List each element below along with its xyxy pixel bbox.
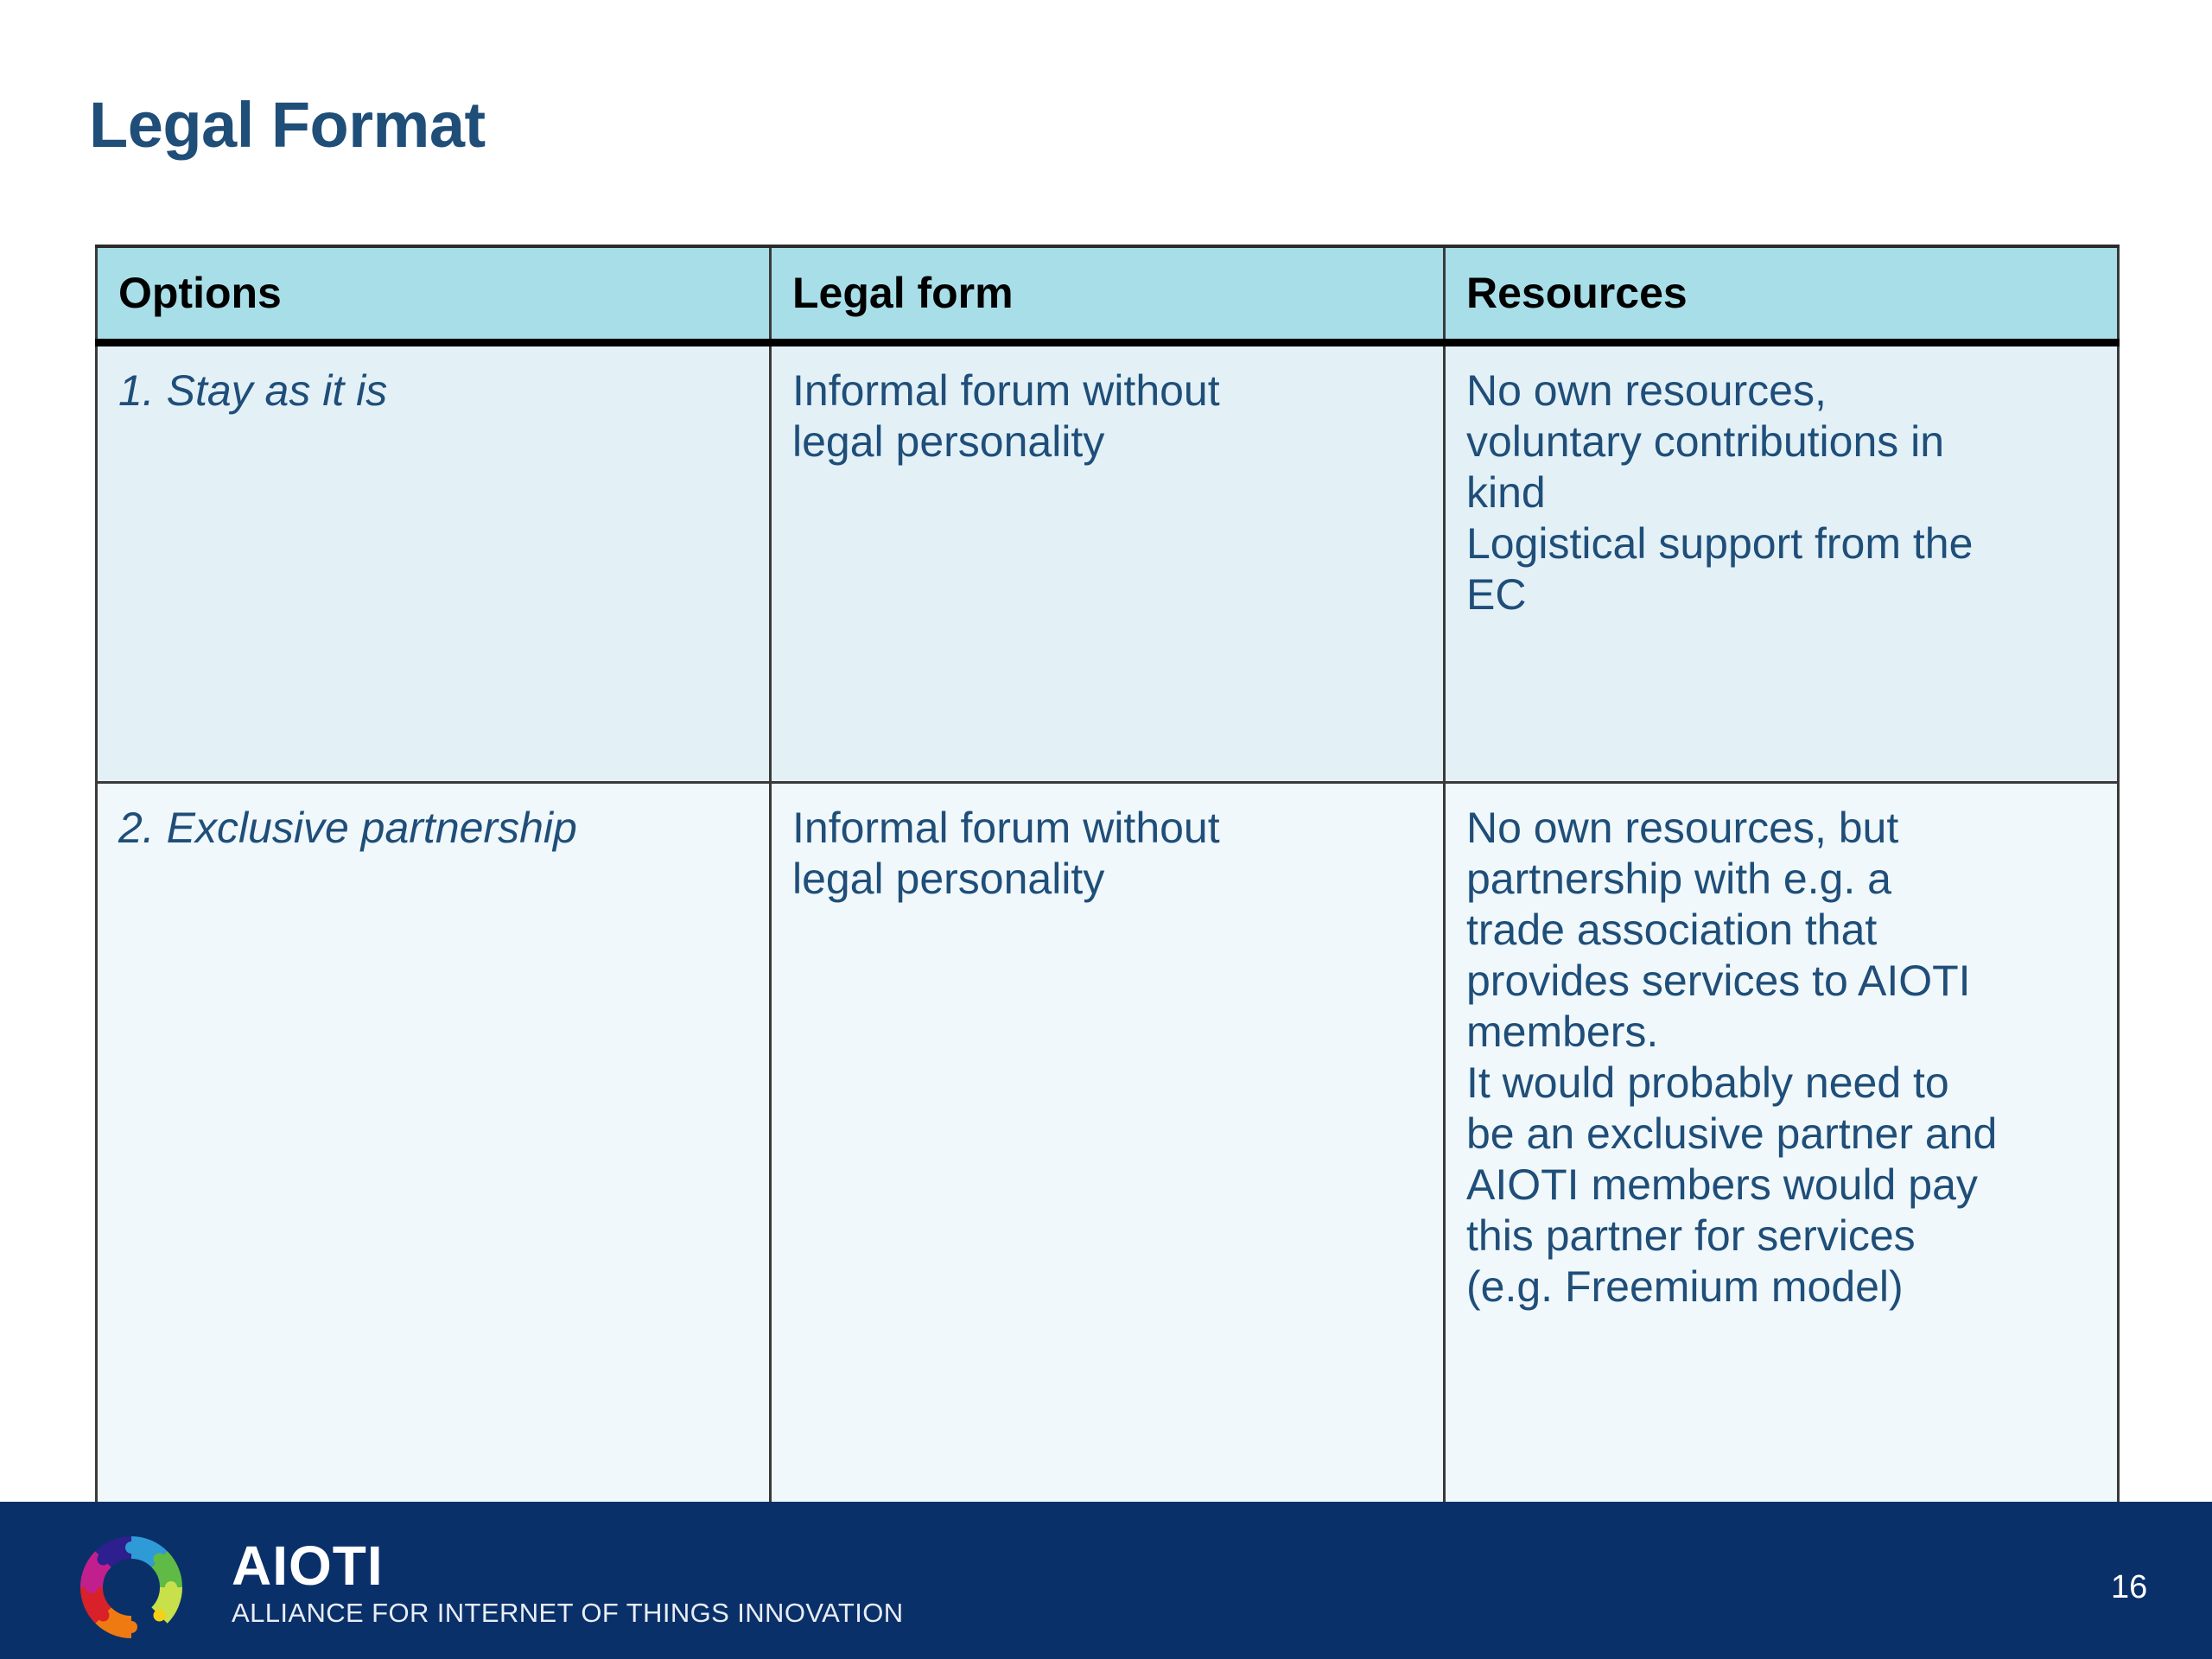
footer-bar bbox=[0, 1502, 2212, 1659]
brand-name: AIOTI bbox=[232, 1535, 384, 1597]
legal-form-line: legal personality bbox=[792, 854, 1105, 903]
option-label: 1. Stay as it is bbox=[118, 365, 388, 415]
resources-line: No own resources, but bbox=[1466, 803, 1899, 852]
column-header-options: Options bbox=[95, 245, 772, 346]
resources-line: voluntary contributions in bbox=[1466, 416, 1945, 466]
resources-line: this partner for services bbox=[1466, 1211, 1916, 1260]
column-header-resources: Resources bbox=[1443, 245, 2120, 346]
brand-tagline: ALLIANCE FOR INTERNET OF THINGS INNOVATI… bbox=[232, 1598, 904, 1628]
resources-line: kind bbox=[1466, 467, 1546, 517]
column-header-legal-form: Legal form bbox=[769, 245, 1446, 346]
option-label: 2. Exclusive partnership bbox=[118, 803, 577, 852]
table-row: 1. Stay as it is Informal forum without … bbox=[95, 340, 2120, 784]
legal-form-line: Informal forum without bbox=[792, 803, 1220, 852]
resources-line: Logistical support from the bbox=[1466, 518, 1974, 568]
resources-line: be an exclusive partner and bbox=[1466, 1109, 1998, 1158]
resources-line: It would probably need to bbox=[1466, 1058, 1949, 1107]
resources-line: provides services to AIOTI bbox=[1466, 956, 1971, 1005]
cell-resources: No own resources, voluntary contribution… bbox=[1443, 340, 2120, 784]
resources-line: No own resources, bbox=[1466, 365, 1827, 415]
cell-legal-form: Informal forum without legal personality bbox=[769, 780, 1446, 1549]
cell-option: 1. Stay as it is bbox=[95, 340, 772, 784]
aioti-puzzle-ring-logo-icon bbox=[62, 1535, 200, 1643]
legal-form-line: legal personality bbox=[792, 416, 1105, 466]
resources-line: members. bbox=[1466, 1007, 1659, 1056]
table-header-row: Options Legal form Resources bbox=[95, 245, 2120, 346]
table-row: 2. Exclusive partnership Informal forum … bbox=[95, 780, 2120, 1549]
resources-line: EC bbox=[1466, 569, 1527, 619]
cell-option: 2. Exclusive partnership bbox=[95, 780, 772, 1549]
resources-line: AIOTI members would pay bbox=[1466, 1160, 1978, 1209]
cell-resources: No own resources, but partnership with e… bbox=[1443, 780, 2120, 1549]
page-number: 16 bbox=[2111, 1569, 2148, 1605]
legal-form-line: Informal forum without bbox=[792, 365, 1220, 415]
page-title: Legal Format bbox=[89, 89, 486, 161]
resources-line: trade association that bbox=[1466, 905, 1878, 954]
brand-block: AIOTI ALLIANCE FOR INTERNET OF THINGS IN… bbox=[232, 1538, 904, 1626]
cell-legal-form: Informal forum without legal personality bbox=[769, 340, 1446, 784]
resources-line: partnership with e.g. a bbox=[1466, 854, 1891, 903]
legal-format-table: Options Legal form Resources 1. Stay as … bbox=[95, 245, 2120, 1549]
resources-line: (e.g. Freemium model) bbox=[1466, 1262, 1904, 1311]
